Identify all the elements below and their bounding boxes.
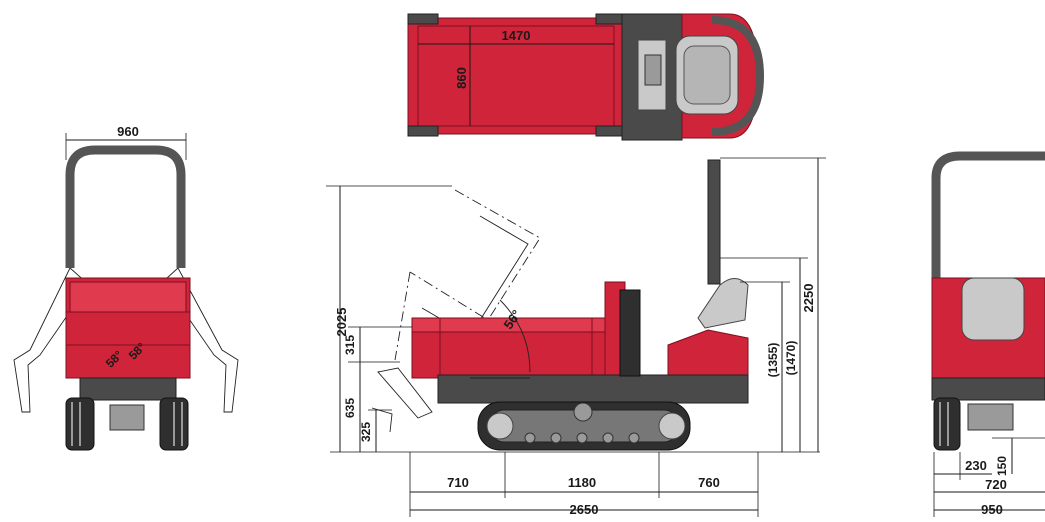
rear-width-label: 950 — [981, 502, 1003, 517]
top-handlebar — [711, 16, 765, 136]
side-engine-cowl — [667, 329, 749, 379]
side-ground-clear-label: 325 — [359, 422, 373, 442]
side-chassis — [437, 374, 749, 404]
side-seat-height2-label: (1470) — [784, 341, 798, 376]
front-rollbar — [65, 145, 186, 268]
top-width-dimension: 860 — [454, 26, 471, 126]
side-rear-overhang-label: 760 — [698, 475, 720, 490]
side-seat-height-label: (1355) — [766, 343, 780, 378]
side-total-height-label: 2250 — [801, 284, 816, 313]
side-rollbar — [707, 159, 721, 285]
front-chassis — [79, 377, 177, 401]
top-view: 1470 860 — [407, 13, 765, 141]
front-view: 960 58° 58° — [13, 124, 239, 451]
side-height-raised-label: 2025 — [334, 308, 349, 337]
side-track-length-label: 1180 — [568, 475, 596, 490]
rear-ground-clear-label: 150 — [995, 456, 1009, 476]
front-width-label: 960 — [117, 124, 139, 139]
top-dump-bed — [407, 17, 623, 135]
rear-tread-label: 720 — [985, 477, 1007, 492]
rear-rollbar — [931, 151, 1045, 278]
rear-dimensions: 230 150 720 950 — [933, 437, 1045, 517]
rear-chassis — [931, 377, 1045, 401]
rear-track-width-label: 230 — [965, 458, 987, 473]
front-width-dimension: 960 — [65, 124, 187, 160]
side-front-overhang-label: 710 — [447, 475, 469, 490]
side-total-length-label: 2650 — [570, 502, 599, 517]
side-right-dimensions: (1355) (1470) 2250 — [720, 157, 826, 452]
rear-seat — [961, 277, 1025, 341]
top-length-label: 1470 — [502, 28, 531, 43]
side-bottom-dimensions: 710 1180 760 2650 — [409, 452, 759, 517]
rear-view: 230 150 720 950 — [931, 151, 1045, 517]
top-width-label: 860 — [454, 67, 469, 89]
side-bed-height-label: 315 — [343, 335, 357, 355]
side-seat — [697, 278, 749, 329]
side-left-dimensions: 2025 315 635 325 — [326, 185, 452, 452]
side-lip-height-label: 635 — [343, 398, 357, 418]
side-view: 2025 315 635 325 56° (1355) (1470) — [326, 157, 826, 517]
top-length-dimension: 1470 — [418, 28, 614, 45]
